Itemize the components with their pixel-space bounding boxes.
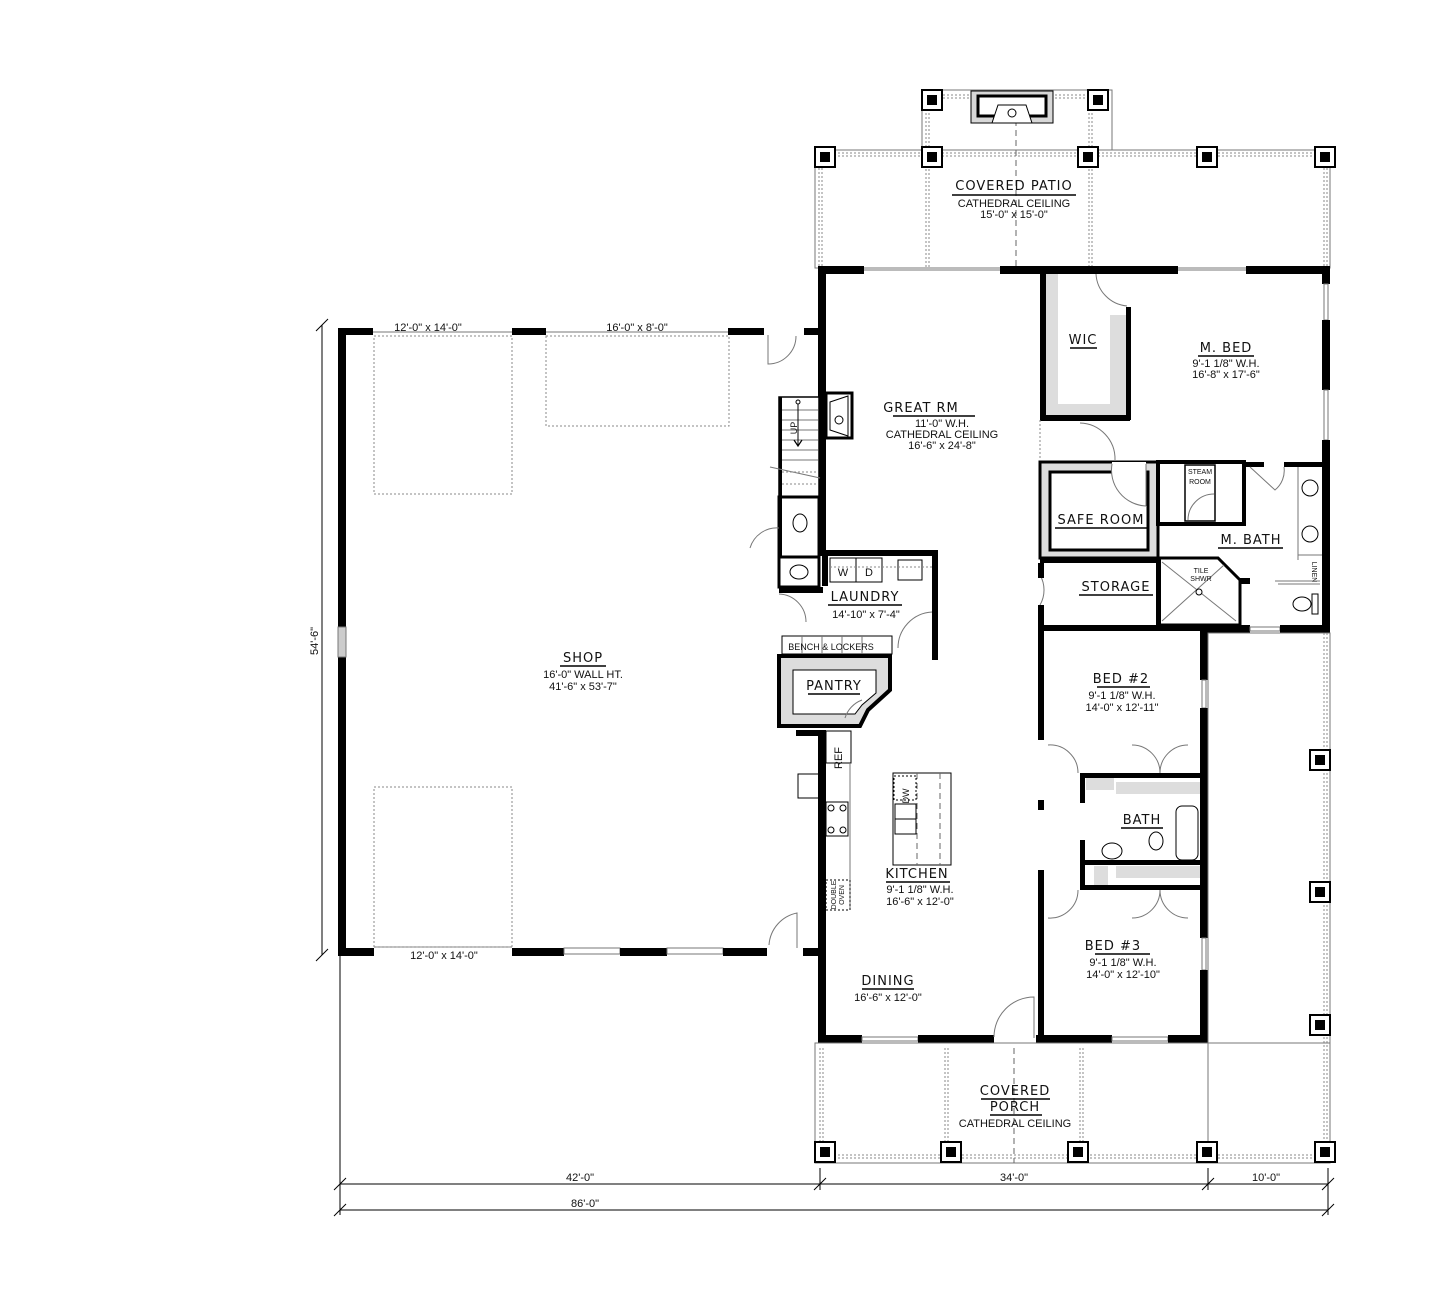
covered-porch-ceiling: CATHEDRAL CEILING (959, 1118, 1071, 1130)
kitchen-island (892, 772, 952, 866)
covered-patio-size: 15'-0" x 15'-0" (980, 209, 1048, 221)
pantry-title: PANTRY (806, 679, 862, 694)
stairs[interactable]: UP (769, 396, 821, 557)
bed2-title: BED #2 (1093, 672, 1149, 687)
great-room-size: 16'-6" x 24'-8" (908, 440, 976, 452)
sink-icon (1101, 842, 1123, 860)
oven-label-2: OVEN (839, 885, 846, 905)
bench-lockers-label: BENCH & LOCKERS (788, 642, 874, 652)
dishwasher-icon (893, 775, 917, 801)
steam-room-label-2: ROOM (1189, 479, 1211, 486)
shop: 12'-0" x 14'-0" 16'-0" x 8'-0" 12'-0" x … (337, 322, 824, 962)
bedroom-wing: BED #2 9'-1 1/8" W.H. 14'-0" x 12'-11" B… (1040, 620, 1200, 981)
oven-label-1: DOUBLE (831, 880, 838, 909)
garage-door-bottom-left-size: 12'-0" x 14'-0" (410, 950, 478, 962)
covered-patio-ceiling: CATHEDRAL CEILING (958, 198, 1070, 210)
porch-width-dimension: 10'-0" (1252, 1172, 1280, 1184)
dw-label: DW (901, 788, 911, 803)
master-suite: WIC M. BED 9'-1 1/8" W.H. 16'-8" x 17'-6… (1038, 270, 1324, 1040)
dryer-icon (855, 557, 883, 583)
dining-title: DINING (861, 974, 914, 989)
steam-room-label-1: STEAM (1188, 469, 1212, 476)
laundry-area: W D LAUNDRY 14'-10" x 7'-4" BENCH & LOCK… (777, 550, 938, 728)
great-room-ceiling: CATHEDRAL CEILING (886, 429, 998, 441)
kitchen-title: KITCHEN (885, 867, 948, 882)
sink-icon (1301, 479, 1319, 497)
bed2-wall-height: 9'-1 1/8" W.H. (1088, 690, 1155, 702)
bed2-size: 14'-0" x 12'-11" (1086, 702, 1159, 714)
bed3-size: 14'-0" x 12'-10" (1086, 969, 1160, 981)
kitchen: REF DOUBLE OVEN DW KITCHEN 9'-1 1/8" W.H… (796, 730, 954, 911)
m-bed-size: 16'-8" x 17'-6" (1192, 369, 1260, 381)
dining: DINING 16'-6" x 12'-0" (854, 974, 922, 1004)
dryer-label: D (865, 567, 873, 579)
cooktop-icon (825, 801, 849, 837)
great-room-title: GREAT RM (883, 401, 959, 416)
stairs-label: UP (789, 422, 799, 435)
m-bed-wall-height: 9'-1 1/8" W.H. (1192, 358, 1259, 370)
covered-patio-title: COVERED PATIO (955, 179, 1072, 194)
laundry-title: LAUNDRY (831, 590, 900, 605)
ref-label: REF (833, 747, 845, 769)
dining-size: 16'-6" x 12'-0" (854, 992, 922, 1004)
bed3-title: BED #3 (1085, 939, 1141, 954)
bathtub-icon (1175, 805, 1199, 861)
covered-porch-title-2: PORCH (990, 1100, 1040, 1115)
m-bath-title: M. BATH (1221, 533, 1282, 548)
m-bed-title: M. BED (1200, 341, 1253, 356)
overall-width-dimension: 86'-0" (571, 1198, 599, 1210)
toilet-icon (1292, 596, 1312, 612)
covered-porch-title-1: COVERED (980, 1084, 1050, 1099)
toilet-icon (792, 513, 808, 533)
washer-label: W (838, 567, 849, 579)
garage-door-top-left-size: 12'-0" x 14'-0" (394, 322, 462, 334)
kitchen-size: 16'-6" x 12'-0" (886, 896, 954, 908)
dimension-lines: 54'-6" 42'-0" 34'-0" 10'-0" 86'-0" (309, 318, 1335, 1217)
sink-icon (789, 564, 809, 580)
bed3-wall-height: 9'-1 1/8" W.H. (1089, 957, 1156, 969)
tile-shower-label-2: SHWR (1190, 576, 1211, 583)
house-width-dimension: 34'-0" (1000, 1172, 1028, 1184)
storage-title: STORAGE (1082, 580, 1151, 595)
house-walls (818, 266, 1330, 1043)
covered-patio: COVERED PATIO CATHEDRAL CEILING 15'-0" x… (814, 89, 1336, 269)
shop-title: SHOP (563, 651, 603, 666)
linen-label: LINEN (1310, 562, 1317, 583)
wic-title: WIC (1069, 333, 1098, 348)
side-porch (1207, 632, 1331, 1164)
toilet-icon (1148, 831, 1164, 851)
utility-sink-icon (897, 559, 923, 581)
laundry-size: 14'-10" x 7'-4" (832, 609, 900, 621)
tile-shower-label-1: TILE (1194, 568, 1209, 575)
covered-porch: COVERED PORCH CATHEDRAL CEILING (814, 1042, 1336, 1164)
stairs-arrow-icon (793, 439, 803, 448)
shop-size: 41'-6" x 53'-7" (549, 681, 617, 693)
kitchen-wall-height: 9'-1 1/8" W.H. (886, 884, 953, 896)
bath-title: BATH (1123, 813, 1162, 828)
safe-room-title: SAFE ROOM (1058, 513, 1145, 528)
sink-icon (1301, 525, 1319, 543)
great-room-wall-height: 11'-0" W.H. (915, 418, 969, 430)
shop-width-dimension: 42'-0" (566, 1172, 594, 1184)
patio-posts (814, 89, 1336, 168)
garage-door-top-right-size: 16'-0" x 8'-0" (606, 322, 668, 334)
shop-wall-height: 16'-0" WALL HT. (543, 669, 623, 681)
shop-height-dimension: 54'-6" (309, 627, 321, 655)
